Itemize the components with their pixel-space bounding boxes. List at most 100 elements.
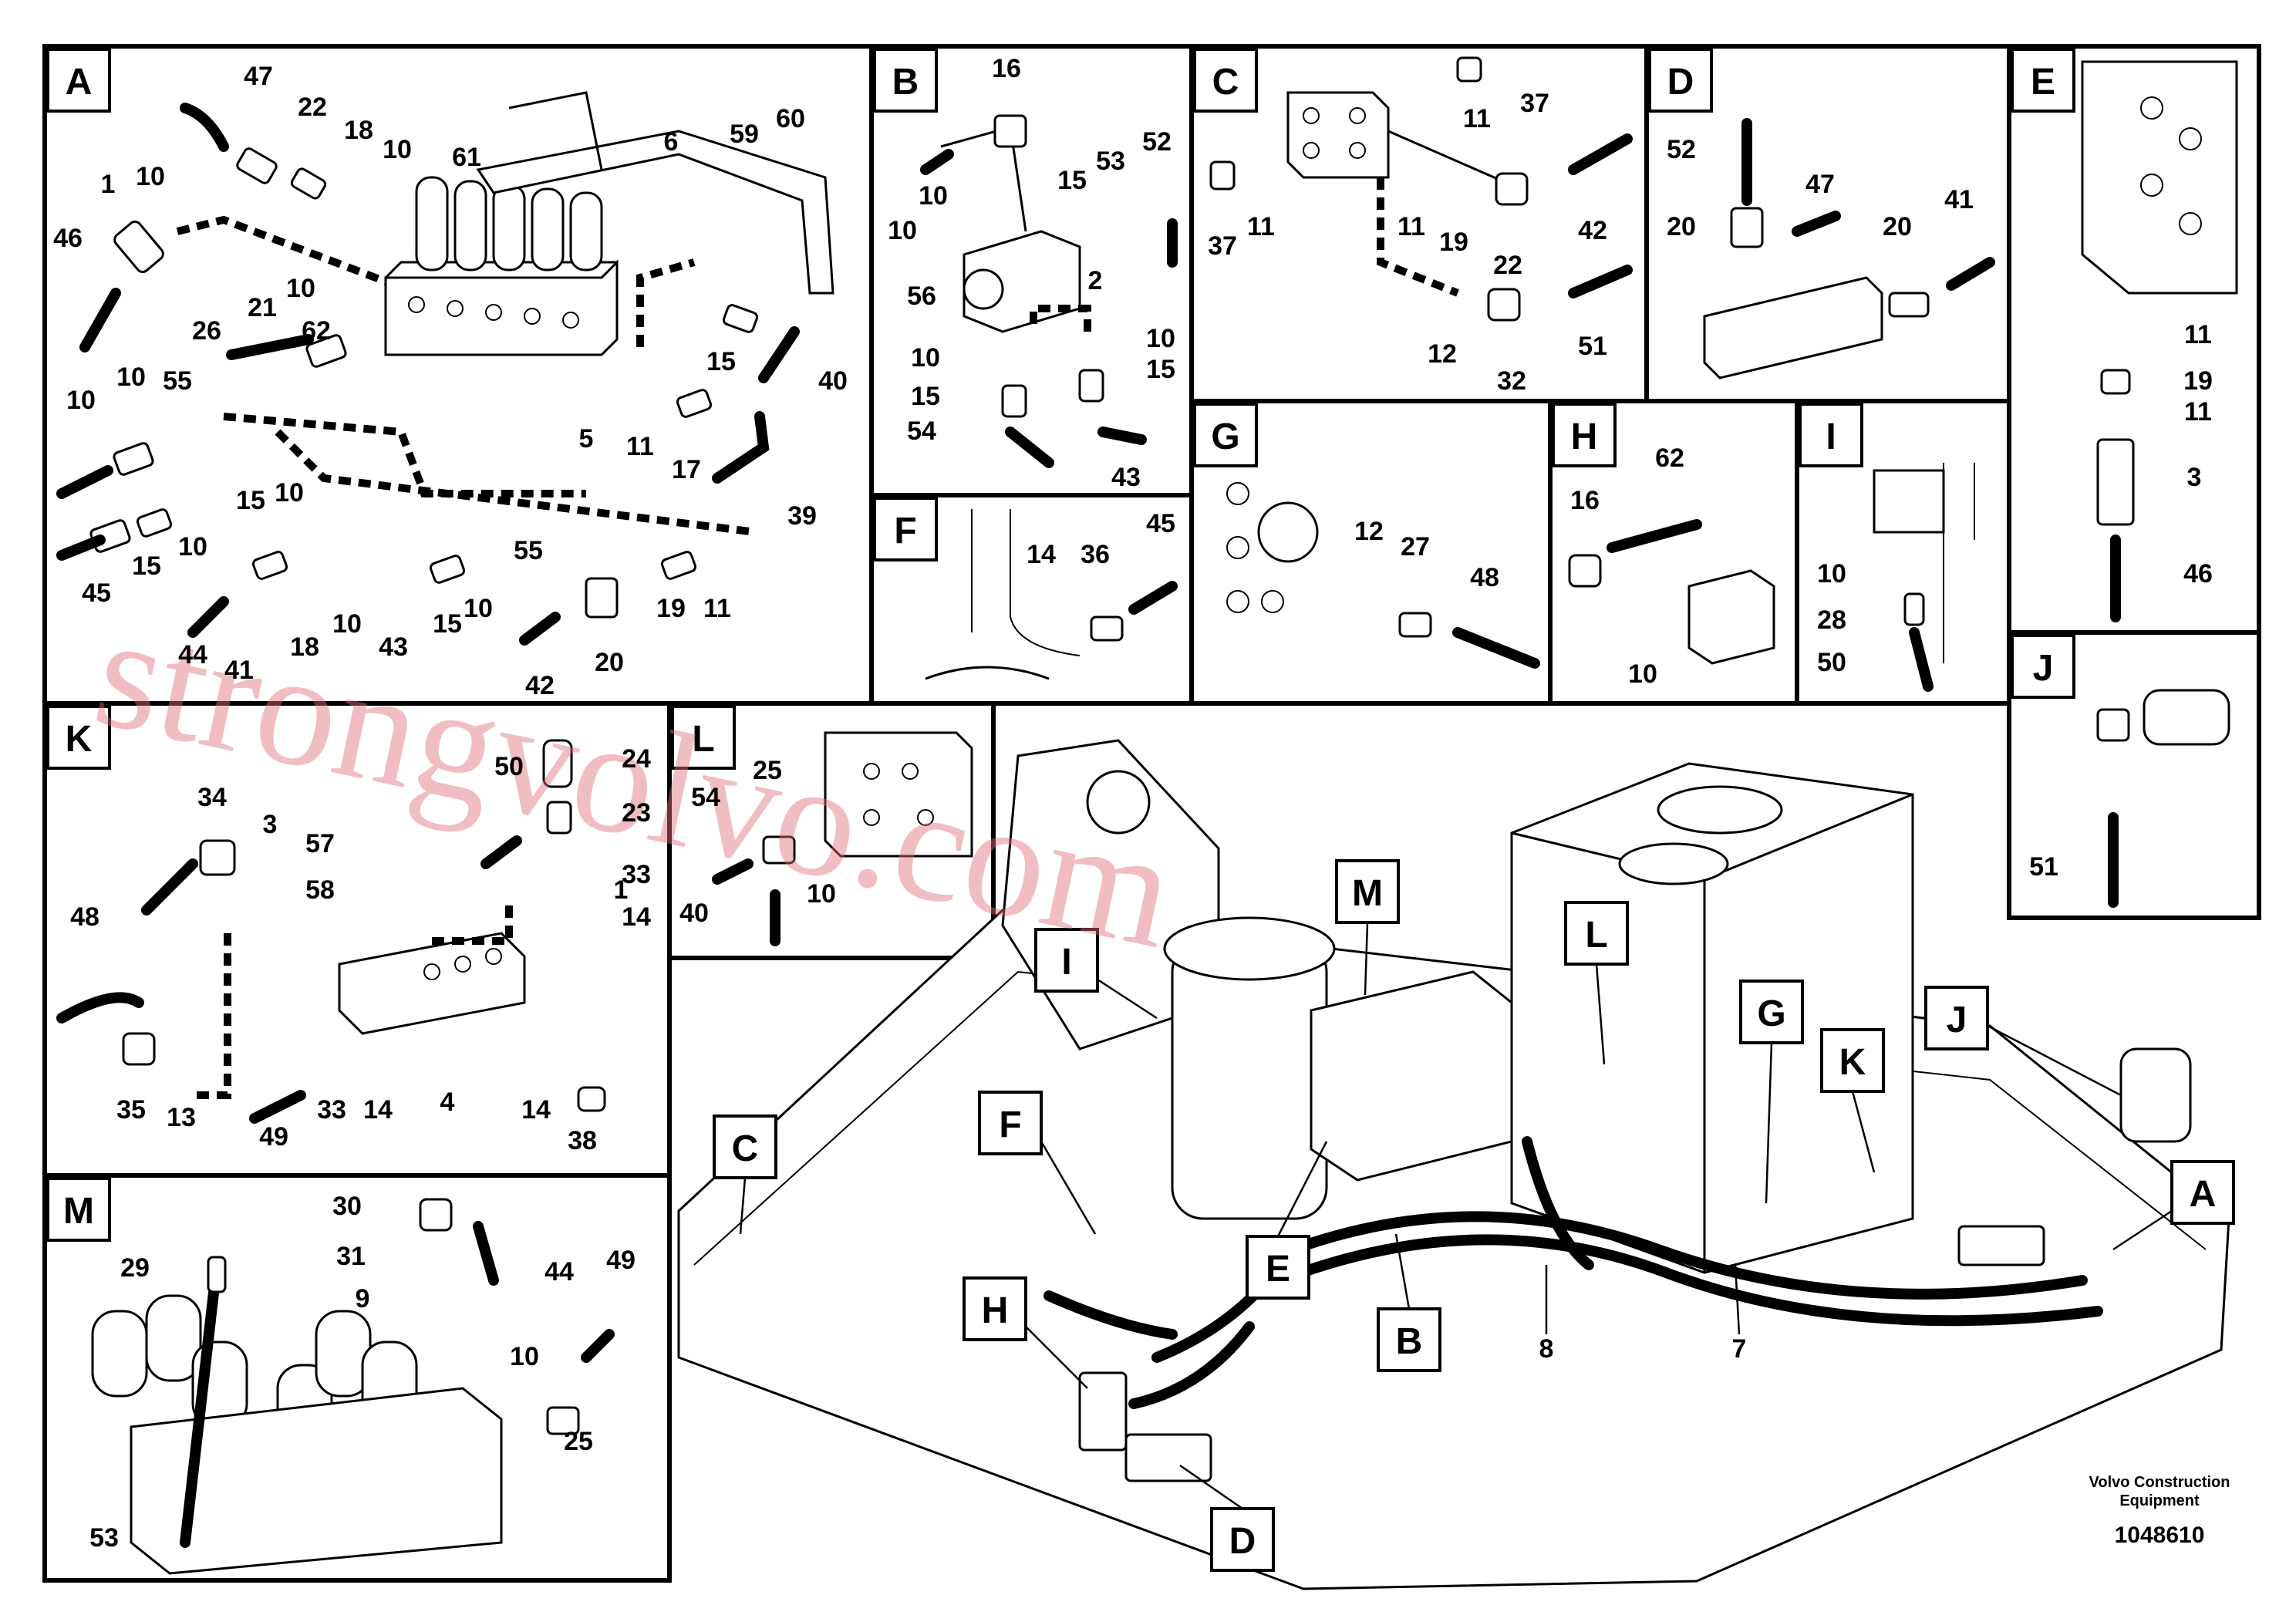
callout-c-12: 12 (1428, 339, 1457, 369)
callout-b-15: 15 (911, 382, 940, 411)
elbow-34 (199, 839, 236, 876)
tube-path-a2 (223, 413, 586, 497)
callout-e: E (1246, 1141, 1328, 1300)
fittings-a (89, 147, 759, 619)
svg-text:F: F (999, 1104, 1021, 1145)
callout-d-41: 41 (1944, 185, 1974, 214)
solenoid-bank-m (91, 1294, 503, 1575)
svg-text:G: G (1757, 993, 1785, 1034)
section-e-letter: E (2031, 62, 2055, 103)
callout-k-50: 50 (494, 752, 524, 781)
filter-j (2143, 689, 2230, 746)
callout-b-15: 15 (1146, 355, 1175, 384)
callout-i-50: 50 (1817, 648, 1846, 677)
tube-c1 (1387, 130, 1512, 187)
section-d: D (1644, 44, 2011, 403)
callout-b-10: 10 (888, 216, 917, 245)
swing-motor (1171, 939, 1328, 1220)
section-f: F (869, 493, 1194, 706)
section-m-frame (42, 1173, 672, 1583)
callout-m-49: 49 (606, 1246, 636, 1275)
callout-e-11: 11 (2184, 397, 2212, 427)
fitting-19-e (2100, 369, 2131, 395)
callout-l-25: 25 (753, 756, 782, 785)
svg-text:I: I (1061, 942, 1071, 983)
control-valve (1310, 970, 1513, 1182)
section-j-letter: J (2033, 648, 2054, 689)
section-j-label-box (2011, 634, 2075, 699)
callout-c-19: 19 (1439, 228, 1468, 257)
main-number-8: 8 (1539, 1334, 1554, 1364)
section-g-label-box (1193, 403, 1258, 467)
callout-m-31: 31 (336, 1242, 366, 1271)
svg-text:C: C (732, 1128, 759, 1169)
valve-block-5 (384, 176, 619, 356)
hose-40 (758, 326, 800, 383)
section-i-frame (1795, 399, 2011, 706)
callout-a-43: 43 (379, 632, 408, 662)
callout-k-4: 4 (440, 1088, 455, 1117)
tee-20-d (1888, 292, 1930, 318)
tube-path-a4 (636, 258, 696, 347)
callout-a: A (2112, 1160, 2235, 1251)
tank-cap-1 (1657, 785, 1783, 835)
svg-text:M: M (1352, 873, 1383, 914)
callout-h-16: 16 (1570, 486, 1600, 515)
callout-g-48: 48 (1470, 563, 1499, 592)
callout-m: M (1335, 859, 1400, 996)
block-4 (338, 932, 526, 1035)
callout-k-3: 3 (263, 810, 278, 839)
main-assembly-view: M L I G K J F (677, 739, 2235, 1590)
callout-d-52: 52 (1667, 135, 1696, 164)
callout-a-44: 44 (178, 640, 207, 669)
valve-h (1687, 569, 1775, 665)
callout-f-45: 45 (1146, 509, 1175, 538)
plug-37 (1209, 160, 1236, 191)
section-j-frame (2007, 630, 2261, 920)
hose-39 (712, 411, 770, 484)
callout-b: B (1377, 1233, 1441, 1372)
hose-49-m (581, 1329, 615, 1363)
hose-bundle-3 (1522, 1136, 1594, 1270)
callout-a-22: 22 (298, 93, 327, 122)
callout-a-47: 47 (244, 62, 273, 91)
callout-g-27: 27 (1401, 532, 1430, 561)
callout-b-10: 10 (919, 181, 948, 211)
tank-cap-2 (1618, 842, 1729, 885)
frame-i (1943, 463, 1975, 663)
elbow-35 (122, 1032, 156, 1066)
section-b-label-box (873, 48, 938, 113)
section-f-label-box (873, 497, 938, 561)
plug-24 (542, 739, 573, 788)
hose-bundle-2 (1275, 1234, 2103, 1327)
callout-b-53: 53 (1096, 147, 1125, 176)
callout-d-20: 20 (1667, 212, 1696, 241)
frame-f (971, 509, 1081, 656)
section-g-letter: G (1211, 416, 1239, 457)
hose-42 (519, 612, 561, 646)
callout-i-28: 28 (1817, 605, 1846, 635)
section-h: H (1548, 399, 1799, 706)
fitting-29 (207, 1256, 227, 1293)
callout-b-43: 43 (1111, 463, 1141, 492)
hose-44 (187, 596, 229, 638)
callout-a-15: 15 (433, 609, 462, 639)
tube-path-b (1030, 305, 1091, 332)
callout-k-48: 48 (70, 902, 99, 932)
callout-k-57: 57 (305, 829, 335, 858)
fitting-28 (1903, 592, 1925, 626)
manifold-c (1286, 91, 1390, 179)
callout-l: L (1564, 901, 1629, 1065)
callout-c-51: 51 (1578, 332, 1607, 361)
callout-a-55: 55 (163, 366, 192, 396)
valve-d (1703, 276, 1883, 379)
boom-pin (1086, 770, 1151, 835)
section-i: I (1795, 399, 2011, 706)
callout-e-3: 3 (2187, 463, 2202, 492)
callout-a-11: 11 (626, 432, 654, 461)
callout-b-2: 2 (1088, 266, 1103, 295)
hydraulic-tank (1510, 762, 1914, 1274)
callout-b-56: 56 (907, 282, 936, 311)
svg-text:B: B (1396, 1321, 1423, 1362)
callout-d-20: 20 (1883, 212, 1912, 241)
